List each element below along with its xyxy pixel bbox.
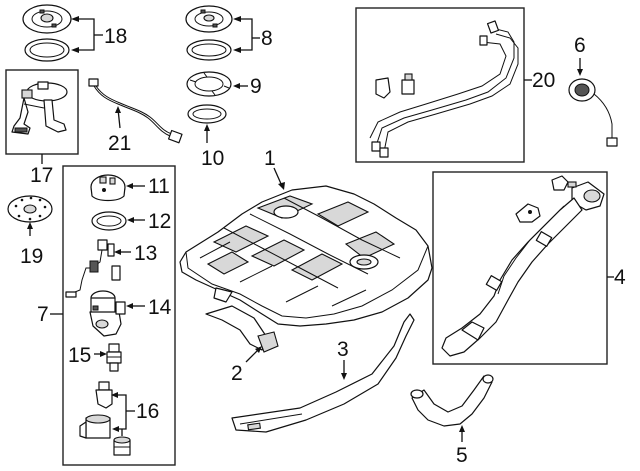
part-4-bolt — [551, 175, 577, 191]
part-3-tank-strap — [231, 313, 415, 433]
callout-16: 16 — [136, 400, 159, 423]
callout-9: 9 — [250, 75, 262, 98]
part-14-fuel-pump — [89, 290, 126, 337]
part-5-hose — [410, 374, 494, 427]
part-8-cover-plate — [185, 5, 233, 33]
part-19-gasket — [7, 195, 53, 223]
part-15-fuel-filter — [106, 343, 122, 372]
callout-7: 7 — [37, 303, 49, 326]
part-7-group-box — [62, 165, 176, 466]
part-20-group-box — [355, 7, 525, 163]
part-18-cover-plate — [22, 4, 72, 34]
callout-12: 12 — [148, 210, 171, 233]
callout-11: 11 — [148, 175, 170, 198]
part-17-fuel-sender — [11, 81, 68, 135]
callout-1-leader — [273, 167, 283, 187]
part-4-filler-neck — [441, 181, 605, 357]
callout-1: 1 — [264, 147, 276, 170]
callout-8: 8 — [261, 27, 273, 50]
callout-13: 13 — [134, 242, 157, 265]
callout-2: 2 — [231, 362, 243, 385]
callout-21: 21 — [108, 132, 131, 155]
part-20-fuel-lines — [369, 20, 519, 158]
callout-17: 17 — [30, 164, 53, 187]
part-11-pump-cover — [90, 174, 126, 202]
part-9-lock-ring — [186, 71, 232, 97]
callout-3: 3 — [337, 338, 349, 361]
part-18-gasket-ring — [24, 38, 70, 62]
callout-15: 15 — [68, 344, 91, 367]
part-21-wiring-harness — [88, 78, 183, 144]
part-1-fuel-tank — [179, 185, 433, 353]
callout-18: 18 — [104, 25, 127, 48]
callout-14: 14 — [148, 296, 172, 319]
part-8-gasket-ring — [186, 39, 232, 61]
part-4-group-box — [432, 171, 608, 365]
callout-20: 20 — [532, 69, 555, 92]
callout-19: 19 — [20, 245, 43, 268]
part-13-pump-wiring — [65, 239, 121, 298]
part-12-gasket — [91, 211, 127, 231]
callout-5: 5 — [456, 444, 468, 467]
part-16-strainer — [113, 436, 131, 456]
part-16-regulator — [79, 381, 113, 439]
part-10-seal-ring — [187, 104, 227, 124]
callout-4: 4 — [614, 266, 626, 289]
callout-6: 6 — [574, 34, 586, 57]
callout-10: 10 — [201, 147, 224, 170]
part-6-sensor — [568, 78, 618, 147]
callout-18-leader — [71, 16, 103, 53]
callout-8-leader — [233, 16, 260, 53]
callout-16-leader — [111, 392, 135, 436]
